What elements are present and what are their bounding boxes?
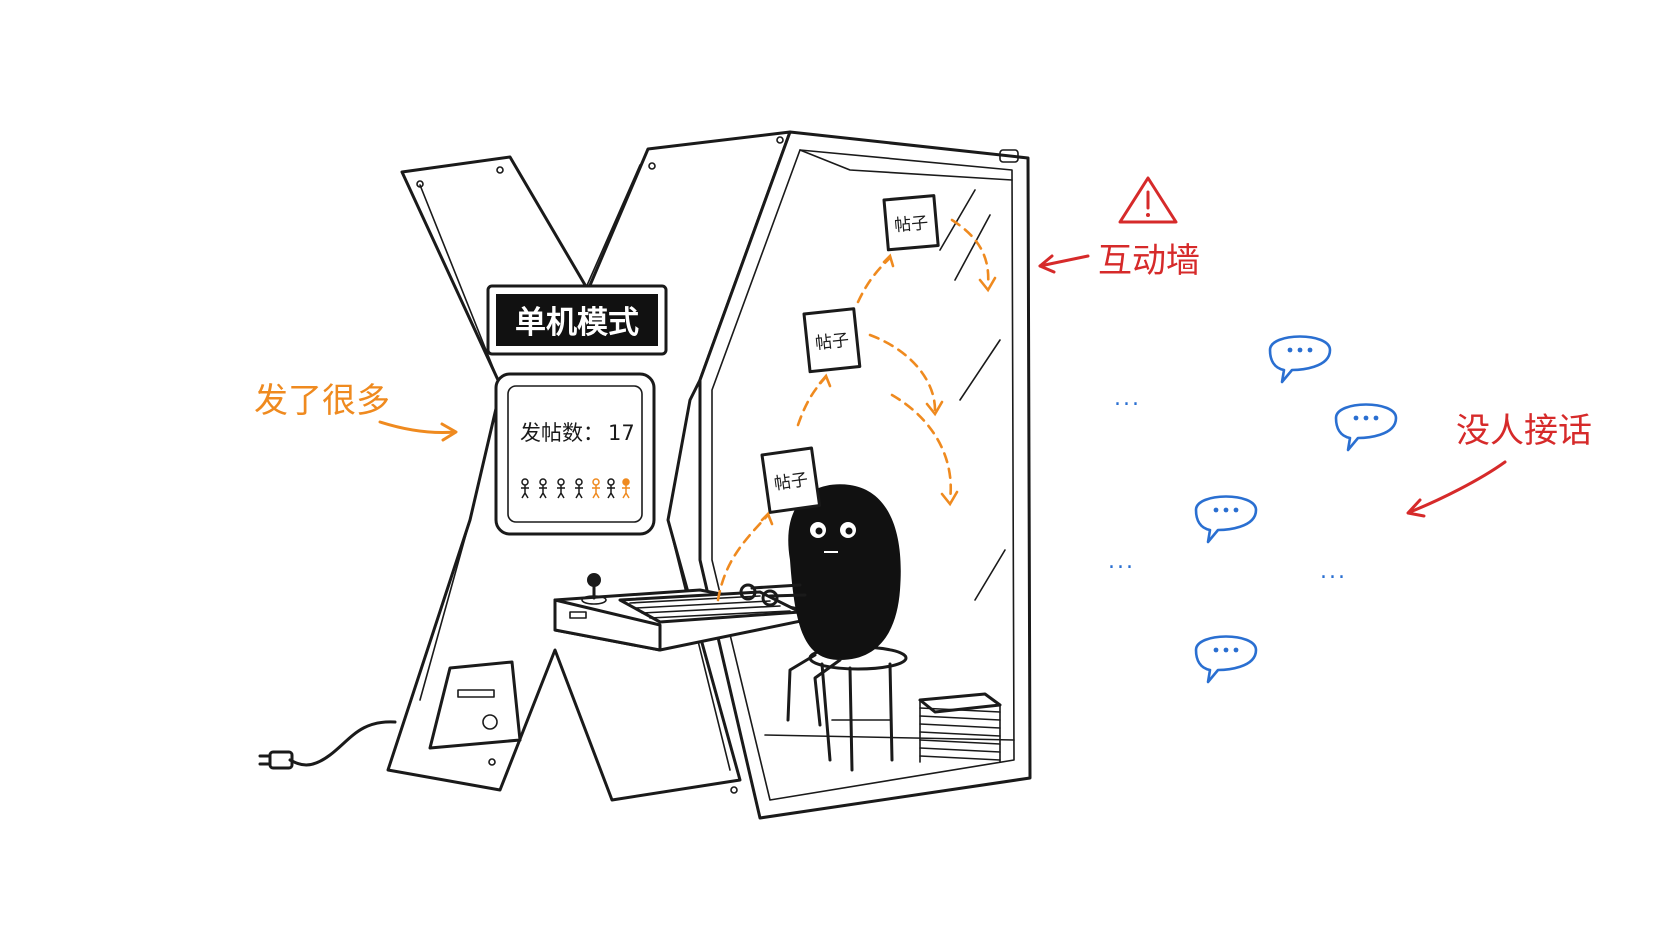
booth-corner-cap [999, 149, 1019, 163]
paper-stack [918, 692, 1002, 763]
glass-booth [698, 130, 1032, 820]
ellipsis-mark: ... [1108, 549, 1135, 574]
speech-bubble-icon [1334, 403, 1398, 452]
post-note-2: 帖子 [802, 307, 862, 374]
annotation-interaction-wall: 互动墙 [1098, 241, 1200, 281]
ellipsis-mark: ... [1320, 559, 1347, 584]
annotation-wall-arrow [1038, 254, 1090, 268]
cabinet-rivets [416, 136, 784, 794]
screen-stick-figures [521, 478, 630, 499]
annotation-no-replies: 没人接话 [1456, 411, 1592, 451]
plug-icon [258, 750, 294, 770]
power-cord [288, 720, 397, 767]
coin-slot [428, 660, 522, 750]
screen-post-count: 17 [608, 421, 635, 445]
annotation-posted-a-lot-arrow [378, 420, 457, 434]
booth-floor [764, 734, 1015, 741]
blob-legs [786, 653, 842, 727]
screen-bezel [494, 372, 656, 536]
marquee-display [496, 294, 658, 346]
marquee-text: 单机模式 [515, 305, 639, 341]
post-motion-arrows [716, 218, 997, 602]
screen-post-label: 发帖数： [520, 421, 604, 445]
annotation-posted-a-lot: 发了很多 [254, 381, 390, 421]
speech-bubble-icon [1268, 335, 1332, 384]
control-panel [553, 588, 832, 652]
post-note-1: 帖子 [760, 446, 822, 514]
post-note-2-label: 帖子 [814, 330, 850, 353]
warning-icon [1118, 176, 1178, 224]
speech-bubble-icon [1194, 495, 1258, 544]
arcade-cabinet: 单机模式 发帖数： 17 [258, 130, 1032, 820]
annotation-no-replies-arrow [1408, 460, 1507, 514]
joystick-icon [581, 573, 607, 605]
post-note-1-label: 帖子 [773, 470, 809, 495]
post-note-3-label: 帖子 [893, 213, 929, 236]
cabinet-bevel [419, 164, 731, 771]
booth-ceiling [799, 149, 1013, 181]
blob-body [788, 484, 901, 660]
post-note-3: 帖子 [882, 194, 940, 252]
glass-glare [939, 189, 1006, 601]
screen-glass [507, 385, 643, 523]
ellipsis-mark: ... [1114, 386, 1141, 411]
blob-character [739, 484, 908, 772]
speech-bubble-icon [1194, 635, 1258, 684]
booth-inner-frame [711, 149, 1015, 801]
